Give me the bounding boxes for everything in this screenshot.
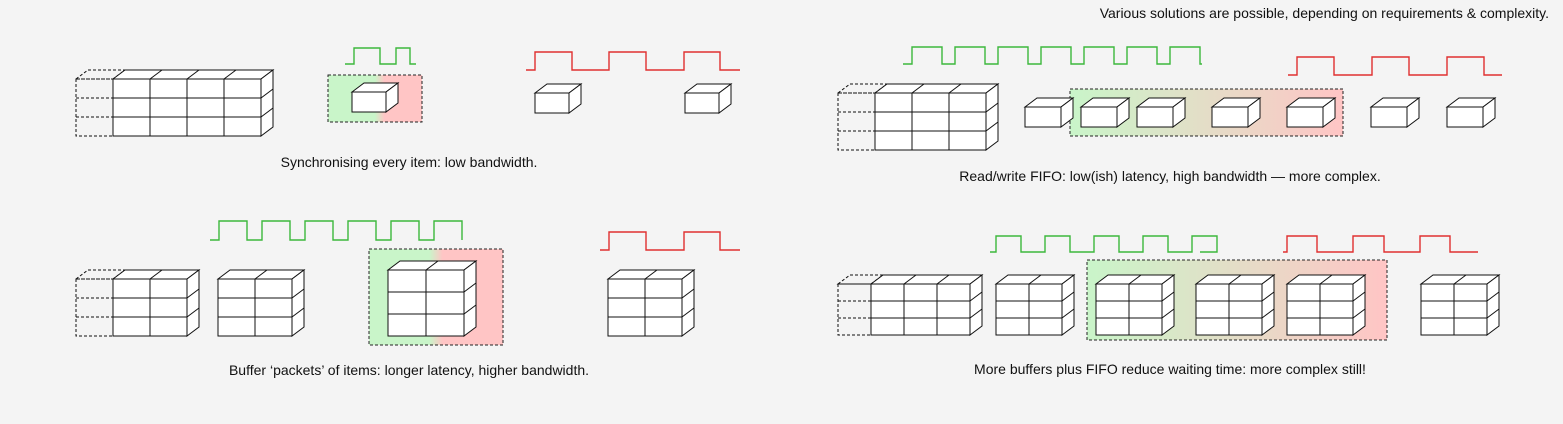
caption-buffer: Buffer ‘packets’ of items: longer latenc… <box>228 362 590 378</box>
read-clock-sync <box>526 51 740 71</box>
multi-buffer-1 <box>1094 274 1176 336</box>
multi-delivered <box>1419 274 1501 336</box>
multi-buffer-3 <box>1285 274 1367 336</box>
moving-item <box>350 82 400 113</box>
buffer-packet <box>386 260 478 337</box>
caption-fifo: Read/write FIFO: low(ish) latency, high … <box>959 168 1381 184</box>
fifo-slot-2 <box>1135 97 1187 128</box>
fifo-slot-1 <box>1079 97 1131 128</box>
fifo-out-1 <box>1369 97 1421 128</box>
write-clock-fifo <box>903 46 1202 65</box>
fifo-slot-3 <box>1210 97 1262 128</box>
multi-fill-stack <box>994 274 1076 336</box>
delivered-item-2 <box>683 83 733 114</box>
caption-multi: More buffers plus FIFO reduce waiting ti… <box>974 361 1366 377</box>
top-note: Various solutions are possible, dependin… <box>1099 5 1549 21</box>
fifo-out-2 <box>1445 97 1497 128</box>
delivered-item-1 <box>533 83 583 114</box>
buffer-delivered <box>606 269 696 337</box>
read-clock-multi <box>1283 235 1478 253</box>
read-clock-fifo <box>1288 56 1502 76</box>
item-blocks <box>74 69 1501 337</box>
caption-sync: Synchronising every item: low bandwidth. <box>280 154 538 170</box>
multi-buffer-2 <box>1194 274 1276 336</box>
read-clock-buffer <box>600 231 740 251</box>
fifo-source-stack <box>873 83 1000 151</box>
fifo-item-in <box>1023 97 1075 128</box>
clock-waveforms <box>210 46 1502 253</box>
write-clock-multi <box>990 235 1218 253</box>
multi-source-stack <box>869 274 984 336</box>
buffer-fill-stack <box>216 269 306 337</box>
fifo-slot-4 <box>1285 97 1337 128</box>
source-stack <box>111 69 275 137</box>
write-clock-buffer <box>210 220 463 241</box>
write-clock-sync <box>345 47 416 65</box>
buffer-source-stack <box>111 269 201 337</box>
